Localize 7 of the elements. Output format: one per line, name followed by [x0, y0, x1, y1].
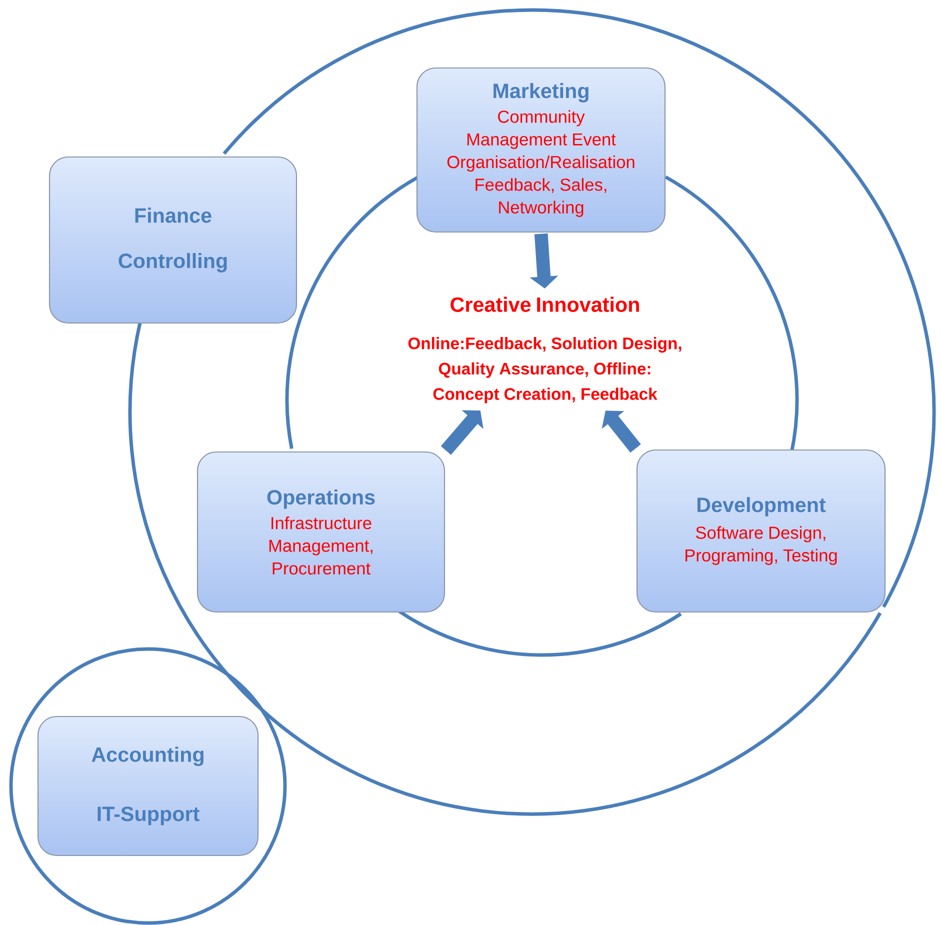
- process-box: Operations Infrastructure Management, Procurement: [196, 451, 446, 613]
- process-box: Marketing Community Management Event Organisation/Realisation Feedback, Sales, Networking: [416, 67, 666, 233]
- process-box: Finance Controlling: [48, 156, 298, 324]
- process-box: Development Software Design, Programing, Testing: [636, 449, 886, 613]
- ring: [9, 647, 287, 925]
- block-arrow: [602, 410, 641, 453]
- center-text: Creative Innovation Online:Feedback, Solution Design, Quality Assurance, Offline: Concept Creation, Feedback: [408, 296, 682, 404]
